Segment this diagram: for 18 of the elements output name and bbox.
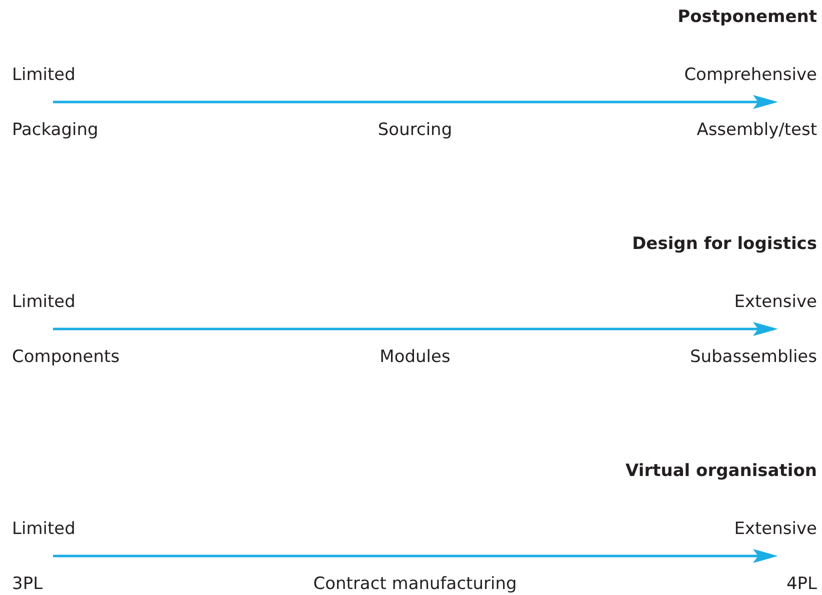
scale-item-label: 3PL — [12, 573, 43, 595]
scale-title: Postponement — [678, 6, 817, 28]
scale-min-label: Limited — [12, 291, 76, 313]
scale-item-label: Components — [12, 346, 120, 368]
scale-min-label: Limited — [12, 518, 76, 540]
scale-min-label: Limited — [12, 64, 76, 86]
scale-item-label: Contract manufacturing — [313, 573, 517, 595]
scale-item-label: Sourcing — [378, 119, 452, 141]
scale-max-label: Comprehensive — [684, 64, 817, 86]
scale-max-label: Extensive — [734, 518, 817, 540]
scale-item-label: Assembly/test — [696, 119, 817, 141]
scale-item-label: Packaging — [12, 119, 98, 141]
scale-title: Virtual organisation — [626, 460, 817, 482]
scale-title: Design for logistics — [632, 233, 817, 255]
scale-max-label: Extensive — [734, 291, 817, 313]
scale-item-label: Subassemblies — [690, 346, 817, 368]
scale-item-label: 4PL — [786, 573, 817, 595]
scale-item-label: Modules — [380, 346, 450, 368]
